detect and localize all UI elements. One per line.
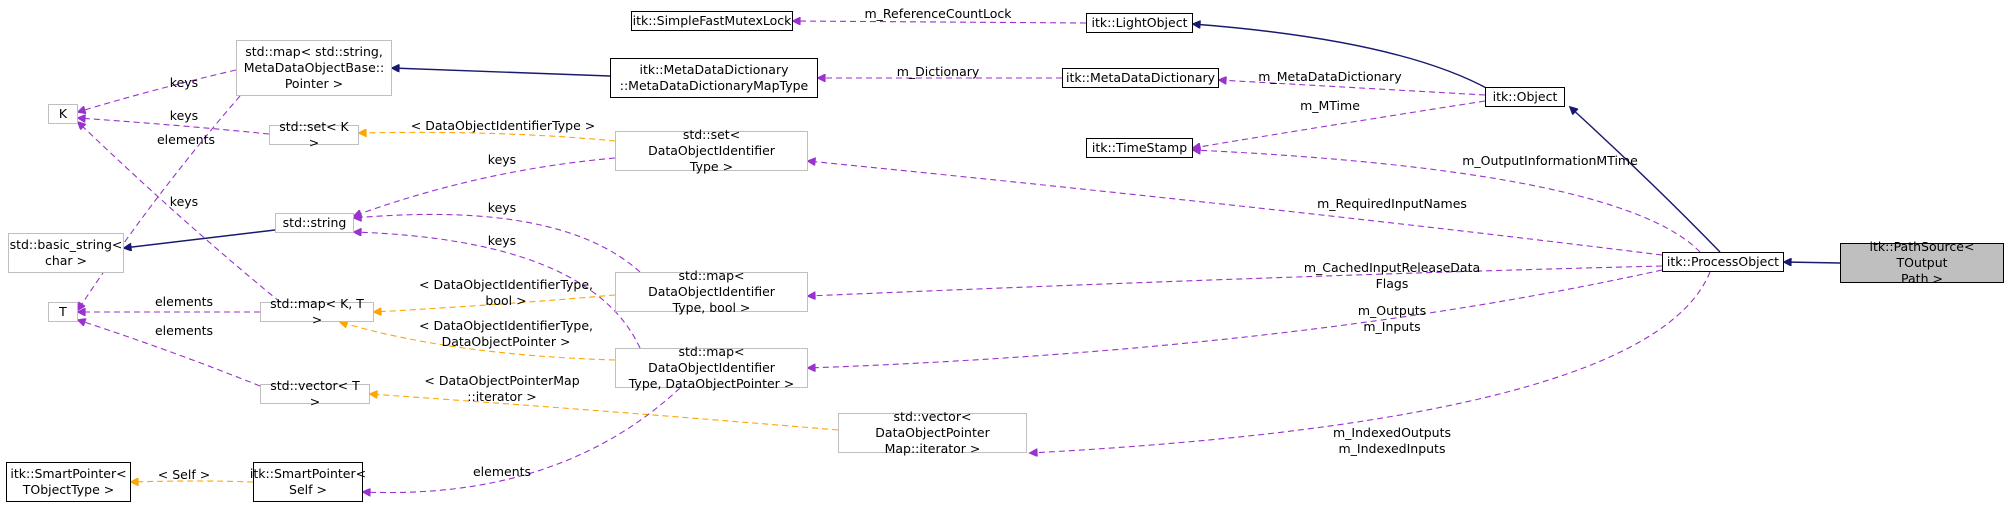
node-timestamp[interactable]: itk::TimeStamp <box>1086 138 1193 158</box>
edge-processobject-stdsetdoit <box>808 161 1663 256</box>
edge-label-processobject-mapdop: m_Outputs m_Inputs <box>1357 303 1427 334</box>
edge-lightobject-mutex <box>793 21 1087 23</box>
edge-label-object-timestamp: m_MTime <box>1300 98 1360 113</box>
edge-vectordopm-vectorT <box>370 394 839 431</box>
edge-label-mapbool-string: keys <box>487 200 517 215</box>
node-basicstring: std::basic_string< char > <box>8 233 124 273</box>
edge-mapbool-mapKT <box>374 294 616 312</box>
edge-label-stdmap-K: keys <box>169 75 199 90</box>
edge-label-mapbool-mapKT: < DataObjectIdentifierType, bool > <box>419 277 593 308</box>
edge-processobject-timestamp <box>1193 150 1701 253</box>
edge-mapdop-mapKT <box>340 322 616 361</box>
edge-smartself-smartT <box>131 481 254 482</box>
edge-stdmap-T <box>78 95 241 310</box>
node-lightobject[interactable]: itk::LightObject <box>1086 13 1193 33</box>
edge-processobject-mapbool <box>808 265 1663 296</box>
node-processobject[interactable]: itk::ProcessObject <box>1662 252 1784 272</box>
edge-label-mdd-maptype: m_Dictionary <box>896 64 980 79</box>
edge-label-stdsetdoit-stdsetK: < DataObjectIdentifierType > <box>410 118 596 133</box>
edge-stdmap-K <box>78 69 237 112</box>
edge-label-mapKT-K: keys <box>169 194 199 209</box>
edge-string-basic <box>124 229 276 248</box>
node-object[interactable]: itk::Object <box>1485 87 1565 107</box>
edge-label-lightobject-mutex: m_ReferenceCountLock <box>864 6 1012 21</box>
edge-stdsetK-K <box>78 118 270 135</box>
edge-pathsource-processobject <box>1784 262 1841 263</box>
edge-maptype-stdmap <box>392 68 611 77</box>
edge-mapKT-K <box>78 122 281 303</box>
edge-label-mapdop-string: keys <box>487 233 517 248</box>
edge-mapdop-string <box>354 232 641 349</box>
node-metadatadictionary[interactable]: itk::MetaDataDictionary <box>1062 68 1219 88</box>
node-stdmap_doit_dop: std::map< DataObjectIdentifier Type, Dat… <box>615 344 808 391</box>
edge-label-stdsetdoit-string: keys <box>487 152 517 167</box>
edge-processobject-object <box>1570 107 1721 253</box>
node-T: T <box>48 302 78 322</box>
node-stdstring: std::string <box>275 213 354 233</box>
edge-object-mdd <box>1219 80 1486 96</box>
edge-processobject-vectordopm <box>1030 271 1711 453</box>
edge-label-mapdop-smartself: elements <box>472 464 532 479</box>
edge-stdsetdoit-stdsetK <box>359 132 616 142</box>
edge-label-object-mdd: m_MetaDataDictionary <box>1258 69 1402 84</box>
edge-label-stdmap-T: elements <box>156 132 216 147</box>
edge-label-processobject-stdsetdoit: m_RequiredInputNames <box>1317 196 1467 211</box>
node-stdset_K: std::set< K > <box>269 119 359 150</box>
node-stdmap_KT: std::map< K, T > <box>260 296 374 327</box>
edge-label-processobject-mapbool: m_CachedInputReleaseData Flags <box>1303 260 1481 291</box>
edge-mapbool-string <box>354 214 641 273</box>
edge-label-vectorT-T: elements <box>154 323 214 338</box>
edge-object-lightobject <box>1193 24 1491 91</box>
node-stdmap_string_mdo: std::map< std::string, MetaDataObjectBas… <box>236 40 392 96</box>
edge-label-vectordopm-vectorT: < DataObjectPointerMap ::iterator > <box>424 373 580 404</box>
node-stdset_doit: std::set< DataObjectIdentifier Type > <box>615 127 808 174</box>
node-stdvector_dopm: std::vector< DataObjectPointer Map::iter… <box>838 409 1027 456</box>
node-K: K <box>48 104 78 124</box>
node-simplefastmutexlock[interactable]: itk::SimpleFastMutexLock <box>631 11 793 31</box>
node-mddmaptype[interactable]: itk::MetaDataDictionary ::MetaDataDictio… <box>610 58 818 98</box>
edge-stdsetdoit-string <box>354 157 616 216</box>
edge-label-mapKT-T: elements <box>154 294 214 309</box>
node-pathsource[interactable]: itk::PathSource< TOutput Path > <box>1840 239 2004 286</box>
edge-label-stdsetK-K: keys <box>169 108 199 123</box>
edge-label-smartself-smartT: < Self > <box>157 467 211 482</box>
edge-label-mapdop-mapKT: < DataObjectIdentifierType, DataObjectPo… <box>419 318 593 349</box>
edge-vectorT-T <box>78 320 261 387</box>
edge-label-processobject-vectordopm: m_IndexedOutputs m_IndexedInputs <box>1332 425 1452 456</box>
edge-processobject-mapdop <box>808 269 1663 368</box>
node-stdvector_T: std::vector< T > <box>260 378 370 409</box>
node-stdmap_doit_bool: std::map< DataObjectIdentifier Type, boo… <box>615 268 808 315</box>
edge-label-processobject-timestamp: m_OutputInformationMTime <box>1462 153 1638 168</box>
node-smartpointer_T[interactable]: itk::SmartPointer< TObjectType > <box>6 462 131 502</box>
node-smartpointer_self[interactable]: itk::SmartPointer< Self > <box>250 462 366 502</box>
edge-mapdop-smartself <box>363 387 681 493</box>
